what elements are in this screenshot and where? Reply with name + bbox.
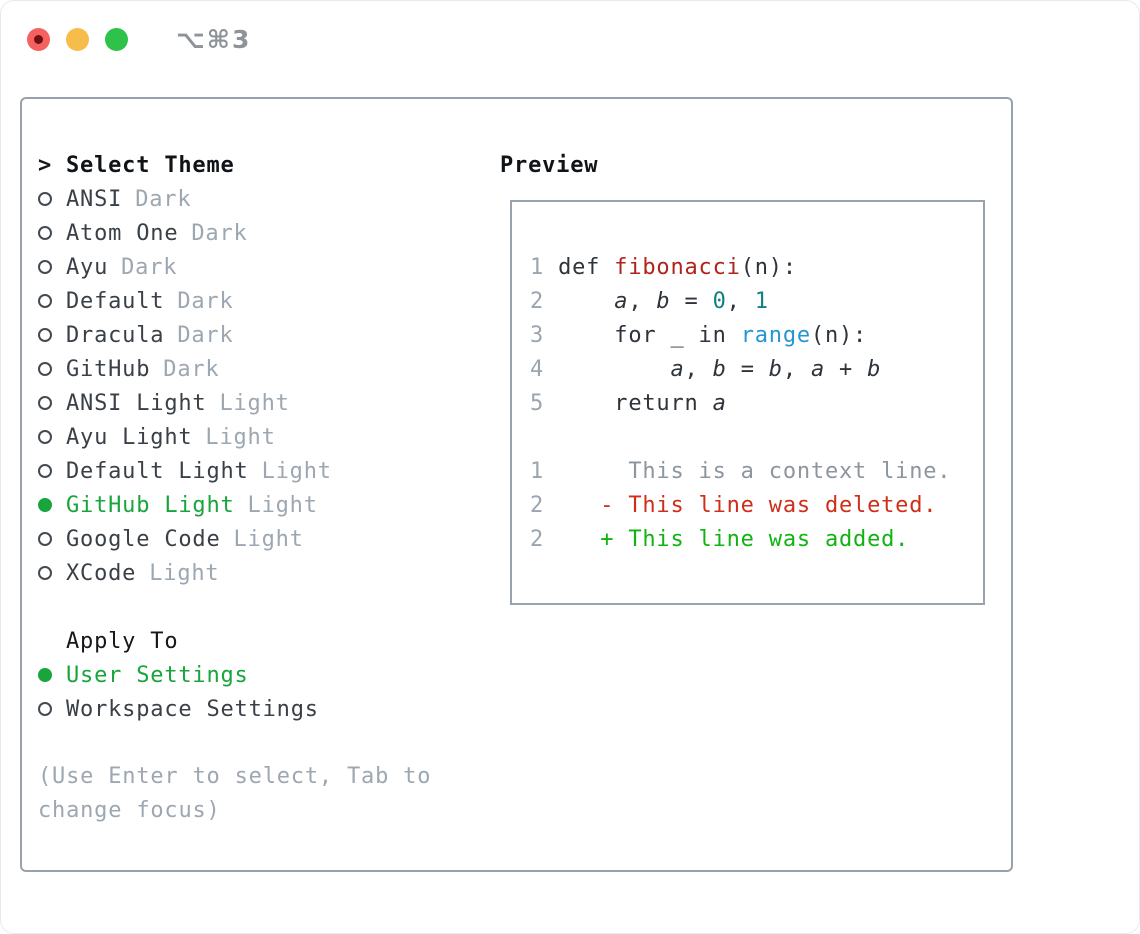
minimize-button[interactable]	[66, 28, 89, 51]
radio-icon	[38, 294, 52, 308]
close-dot-icon	[34, 35, 43, 44]
help-text-line: (Use Enter to select, Tab to	[38, 764, 432, 789]
theme-option-ayu-light[interactable]: Ayu Light Light	[38, 420, 498, 454]
theme-selector-panel: > Select Theme ANSI Dark Atom One Dark A…	[20, 97, 1013, 872]
radio-icon	[38, 362, 52, 376]
theme-option-xcode[interactable]: XCode Light	[38, 556, 498, 590]
code-preview: 1 def fibonacci(n): 2 a, b = 0, 1 3 for _ …	[530, 251, 951, 557]
theme-option-ayu[interactable]: Ayu Dark	[38, 250, 498, 284]
radio-icon	[38, 430, 52, 444]
code-line: 5 return a	[530, 391, 727, 416]
code-line: 2 - This line was deleted.	[530, 493, 938, 518]
radio-icon	[38, 260, 52, 274]
theme-option-ansi[interactable]: ANSI Dark	[38, 182, 498, 216]
radio-icon	[38, 464, 52, 478]
apply-to-options: User Settings Workspace Settings	[38, 658, 498, 726]
theme-options: ANSI Dark Atom One Dark Ayu Dark Default…	[38, 182, 498, 590]
code-line: 1 def fibonacci(n):	[530, 255, 797, 280]
code-line: 4 a, b = b, a + b	[530, 357, 882, 382]
window-title: ⌥⌘3	[176, 25, 252, 54]
radio-icon	[38, 532, 52, 546]
zoom-button[interactable]	[105, 28, 128, 51]
radio-icon	[38, 702, 52, 716]
titlebar: ⌥⌘3	[27, 25, 251, 54]
code-line: 2 + This line was added.	[530, 527, 910, 552]
theme-option-ansi-light[interactable]: ANSI Light Light	[38, 386, 498, 420]
apply-to-title: Apply To	[66, 628, 179, 654]
apply-option-workspace-settings[interactable]: Workspace Settings	[38, 692, 498, 726]
code-line: 1 This is a context line.	[530, 459, 952, 484]
radio-icon	[38, 566, 52, 580]
close-button[interactable]	[27, 28, 50, 51]
theme-list-header: > Select Theme	[38, 148, 498, 182]
radio-icon	[38, 328, 52, 342]
theme-option-dracula[interactable]: Dracula Dark	[38, 318, 498, 352]
help-text-line: change focus)	[38, 798, 221, 823]
code-line: 2 a, b = 0, 1	[530, 289, 769, 314]
radio-icon	[38, 498, 52, 512]
apply-option-user-settings[interactable]: User Settings	[38, 658, 498, 692]
preview-title: Preview	[500, 152, 599, 178]
radio-icon	[38, 396, 52, 410]
theme-option-github-light[interactable]: GitHub Light Light	[38, 488, 498, 522]
theme-option-atom-one[interactable]: Atom One Dark	[38, 216, 498, 250]
spacer	[38, 590, 498, 624]
theme-option-google-code[interactable]: Google Code Light	[38, 522, 498, 556]
apply-to-header: Apply To	[38, 624, 498, 658]
code-line	[530, 421, 951, 455]
theme-option-default-light[interactable]: Default Light Light	[38, 454, 498, 488]
radio-icon	[38, 226, 52, 240]
spacer	[38, 726, 498, 760]
theme-list-column: > Select Theme ANSI Dark Atom One Dark A…	[38, 148, 498, 828]
preview-box: 1 def fibonacci(n): 2 a, b = 0, 1 3 for _ …	[510, 200, 985, 605]
theme-option-github[interactable]: GitHub Dark	[38, 352, 498, 386]
code-line: 3 for _ in range(n):	[530, 323, 868, 348]
theme-list-title: Select Theme	[66, 152, 235, 178]
theme-option-default[interactable]: Default Dark	[38, 284, 498, 318]
radio-icon	[38, 668, 52, 682]
radio-icon	[38, 192, 52, 206]
prompt-cursor-icon: >	[38, 152, 53, 178]
help-text: (Use Enter to select, Tab to change focus…	[38, 760, 498, 828]
